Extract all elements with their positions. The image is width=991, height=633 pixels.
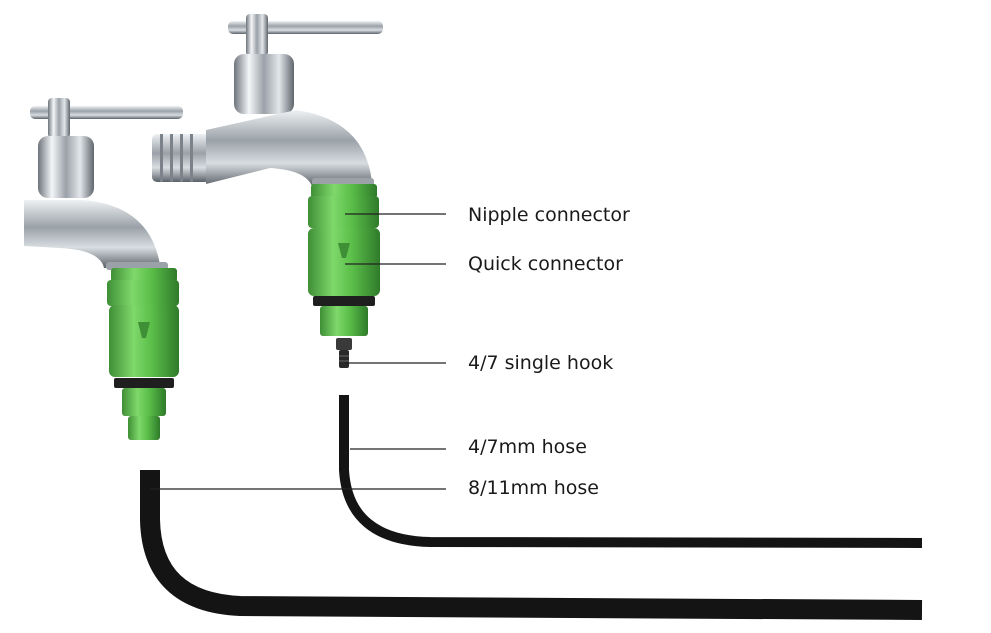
- right-quick-connector: [308, 228, 380, 336]
- label-quick-connector: Quick connector: [468, 253, 623, 275]
- left-faucet: [24, 98, 183, 270]
- right-4-7mm-hose: [339, 395, 923, 548]
- right-faucet: [152, 14, 383, 186]
- label-4-7-single-hook: 4/7 single hook: [468, 352, 614, 374]
- label-4-7mm-hose: 4/7mm hose: [468, 436, 587, 458]
- label-8-11mm-hose: 8/11mm hose: [468, 477, 599, 499]
- left-nipple-connector: [107, 268, 179, 306]
- label-nipple-connector: Nipple connector: [468, 204, 630, 226]
- left-8-11mm-hose: [140, 470, 923, 620]
- left-quick-connector: [109, 305, 179, 440]
- right-nipple-connector: [308, 184, 379, 228]
